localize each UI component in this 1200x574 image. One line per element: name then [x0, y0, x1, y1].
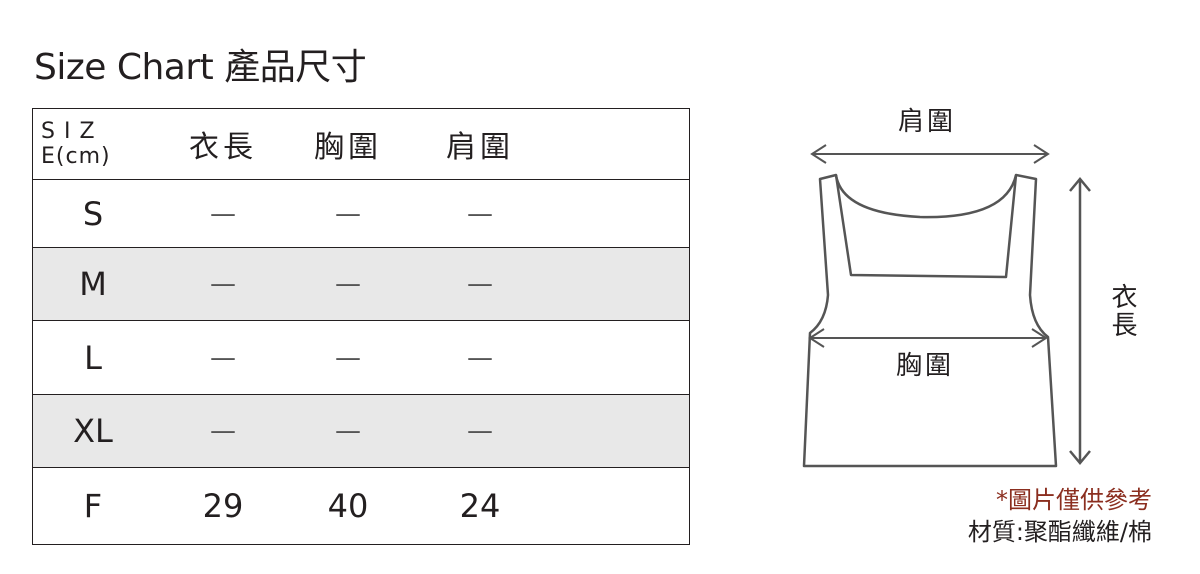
header-chest: 胸圍 [314, 130, 382, 165]
page-title: Size Chart 產品尺寸 [34, 47, 367, 88]
size-cell: XL [73, 412, 113, 450]
table-row: M — — — [33, 248, 689, 321]
table-row: L — — — [33, 321, 689, 395]
shoulder-arrow [810, 144, 1050, 164]
tank-top-illustration [802, 144, 1091, 468]
chest-cell: — [335, 269, 361, 299]
chest-cell: — [335, 198, 361, 229]
shoulder-label: 肩圍 [898, 107, 957, 137]
neckline-inner-outline [834, 174, 1018, 279]
header-size: S I Z E(cm) [41, 119, 111, 169]
material-note: 材質:聚酯纖維/棉 [967, 518, 1152, 546]
garment-diagram: 肩圍 胸圍 衣長 [780, 95, 1180, 495]
size-cell: L [84, 338, 102, 377]
table-row: XL — — — [33, 395, 689, 468]
length-cell: — [210, 342, 236, 373]
chest-label: 胸圍 [896, 351, 955, 381]
length-cell: 29 [202, 487, 244, 525]
size-table: S I Z E(cm) 衣長 胸圍 肩圍 S — — — M — — — L —… [32, 108, 690, 545]
shoulder-cell: — [467, 269, 493, 299]
table-header-row: S I Z E(cm) 衣長 胸圍 肩圍 [33, 109, 689, 180]
header-length: 衣長 [189, 130, 257, 165]
size-cell: M [79, 265, 107, 303]
size-cell: S [82, 194, 104, 233]
table-row: S — — — [33, 180, 689, 248]
length-cell: — [210, 416, 236, 446]
length-label: 衣長 [1107, 283, 1137, 339]
shoulder-cell: — [467, 198, 493, 229]
length-arrow [1069, 177, 1091, 465]
shoulder-cell: — [467, 342, 493, 373]
table-row: F 29 40 24 [33, 468, 689, 544]
length-cell: — [210, 269, 236, 299]
disclaimer-note: *圖片僅供參考 [996, 486, 1152, 514]
chest-arrow [808, 328, 1048, 348]
length-cell: — [210, 198, 236, 229]
size-cell: F [83, 487, 103, 525]
chest-cell: — [335, 416, 361, 446]
chest-cell: 40 [327, 487, 369, 525]
shoulder-cell: 24 [459, 487, 501, 525]
header-shoulder: 肩圍 [446, 130, 514, 165]
shoulder-cell: — [467, 416, 493, 446]
chest-cell: — [335, 342, 361, 373]
